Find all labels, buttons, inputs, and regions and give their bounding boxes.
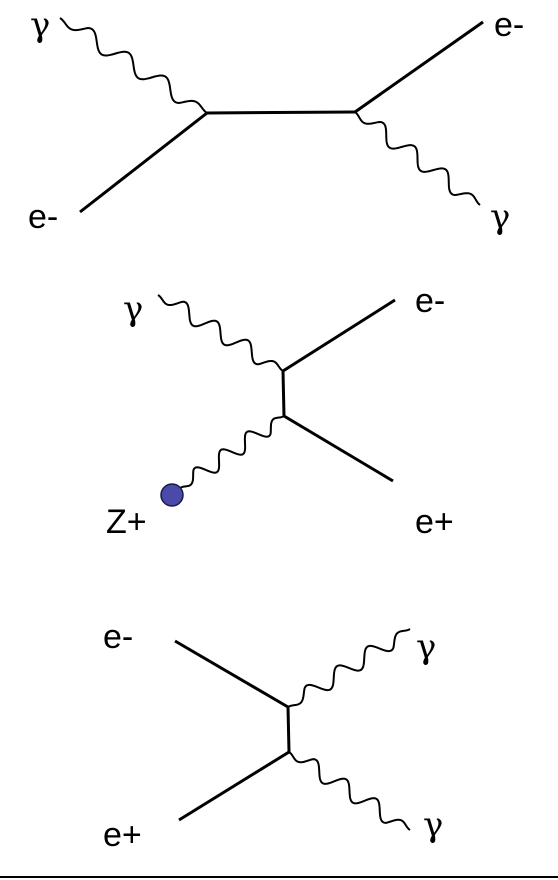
- electron-in-line: [79, 111, 208, 214]
- photon-out-bottom-line: [288, 751, 411, 831]
- electron-out-line: [354, 20, 484, 114]
- label-photon-in: γ: [30, 5, 51, 45]
- label-electron-in: e-: [28, 198, 59, 236]
- photon-out-line: [354, 111, 481, 206]
- label-photon-out: γ: [490, 197, 511, 237]
- propagator-line: [286, 706, 291, 753]
- positron-in-line: [178, 750, 290, 822]
- photon-out-top-line: [287, 628, 411, 708]
- diagram-annihilation: [174, 628, 411, 831]
- photon-in-line: [157, 294, 284, 372]
- label-nucleus: Z+: [106, 503, 147, 541]
- label-electron-in: e-: [103, 618, 134, 656]
- diagram-pair-production: [157, 294, 396, 507]
- positron-out-line: [283, 414, 394, 483]
- propagator-line: [281, 370, 286, 417]
- virtual-photon-line: [179, 415, 285, 489]
- label-photon-out-bottom: γ: [423, 805, 444, 845]
- photon-in-line: [59, 17, 208, 114]
- label-positron-out: e+: [415, 503, 454, 541]
- label-photon-out-top: γ: [416, 627, 437, 667]
- label-electron-out: e-: [494, 6, 525, 44]
- nucleus-dot: [160, 483, 184, 507]
- electron-out-line: [282, 298, 396, 373]
- electron-in-line: [174, 639, 289, 709]
- propagator-line: [206, 110, 356, 115]
- label-electron-out: e-: [415, 282, 446, 320]
- label-positron-in: e+: [103, 816, 142, 854]
- diagram-compton: [59, 17, 484, 214]
- label-photon-in: γ: [123, 289, 144, 329]
